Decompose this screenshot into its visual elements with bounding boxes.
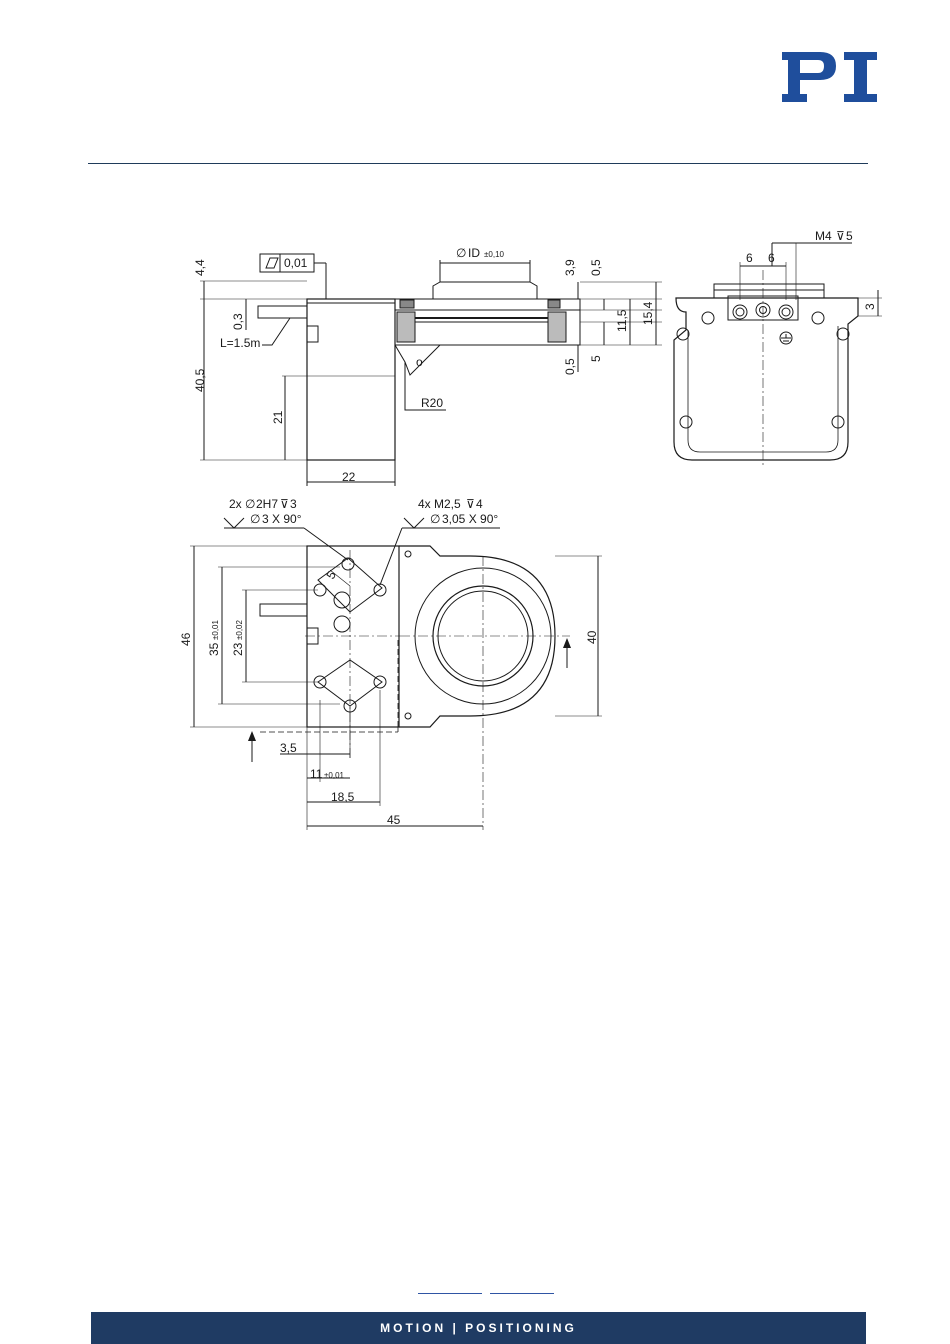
dim-0-5-top: 0,5 (589, 259, 603, 276)
dim-45: 45 (387, 813, 401, 827)
thread-depth-icon-top: ⊽ (466, 497, 475, 511)
pin-note-depth: 3 (290, 497, 297, 511)
pin-note-fit: 2H7 (256, 497, 278, 511)
front-view (674, 243, 882, 468)
dim-22: 22 (342, 470, 356, 484)
thread-chamfer: 3,05 X 90° (442, 512, 498, 526)
dim-3-9: 3,9 (563, 259, 577, 276)
footer-links (418, 1293, 554, 1295)
thread-note: M4 (815, 229, 832, 243)
dia-id-tolerance: ±0,10 (484, 250, 505, 259)
dim-height: 40,5 (193, 368, 207, 392)
dim-6b: 6 (768, 251, 775, 265)
flange-o: o (416, 355, 423, 369)
dim-top: 4,4 (193, 259, 207, 276)
radius-label: R20 (421, 396, 443, 410)
footer-bar: MOTION | POSITIONING (91, 1312, 866, 1344)
pin-chamfer-dia-icon: ∅ (250, 512, 260, 526)
side-view (200, 254, 662, 486)
flatness-value: 0,01 (284, 256, 308, 270)
pin-depth-icon: ⊽ (280, 497, 289, 511)
pin-note-count: 2x (229, 497, 242, 511)
footer-tagline: MOTION | POSITIONING (380, 1321, 577, 1335)
dim-11: 11 (310, 767, 323, 781)
dim-15-4: 15,4 (641, 301, 655, 325)
dim-46: 46 (179, 632, 193, 646)
top-view (190, 518, 602, 830)
dim-6a: 6 (746, 251, 753, 265)
dim-21: 21 (271, 410, 285, 424)
dia-id-label: ID (468, 246, 480, 260)
dim-0-5-bottom: 0,5 (563, 358, 577, 375)
dim-5-side: 5 (589, 355, 603, 362)
depth-icon: ⊽ (836, 229, 845, 243)
dim-35: 35 (207, 642, 221, 656)
thread-depth: 5 (846, 229, 853, 243)
dim-23-tolerance: ±0,02 (235, 619, 244, 640)
footer-link-2[interactable] (490, 1293, 554, 1294)
dim-35-tolerance: ±0,01 (211, 619, 220, 640)
thread-chamfer-dia-icon: ∅ (430, 512, 440, 526)
cable-length: L=1.5m (220, 336, 260, 350)
dim-23: 23 (231, 642, 245, 656)
dim-11-tolerance: ±0,01 (324, 771, 345, 780)
dim-11-5: 11,5 (615, 309, 629, 332)
thread-note-count: 4x M2,5 (418, 497, 461, 511)
dim-0-3: 0,3 (231, 313, 245, 330)
dim-3-5: 3,5 (280, 741, 297, 755)
pin-dia-icon: ∅ (245, 497, 255, 511)
pin-chamfer: 3 X 90° (262, 512, 302, 526)
dim-3-front: 3 (863, 303, 877, 310)
dim-18-5: 18,5 (331, 790, 355, 804)
dia-id-symbol: ∅ (456, 246, 466, 260)
footer-link-1[interactable] (418, 1293, 482, 1294)
dim-40: 40 (585, 630, 599, 644)
thread-note-depth: 4 (476, 497, 483, 511)
